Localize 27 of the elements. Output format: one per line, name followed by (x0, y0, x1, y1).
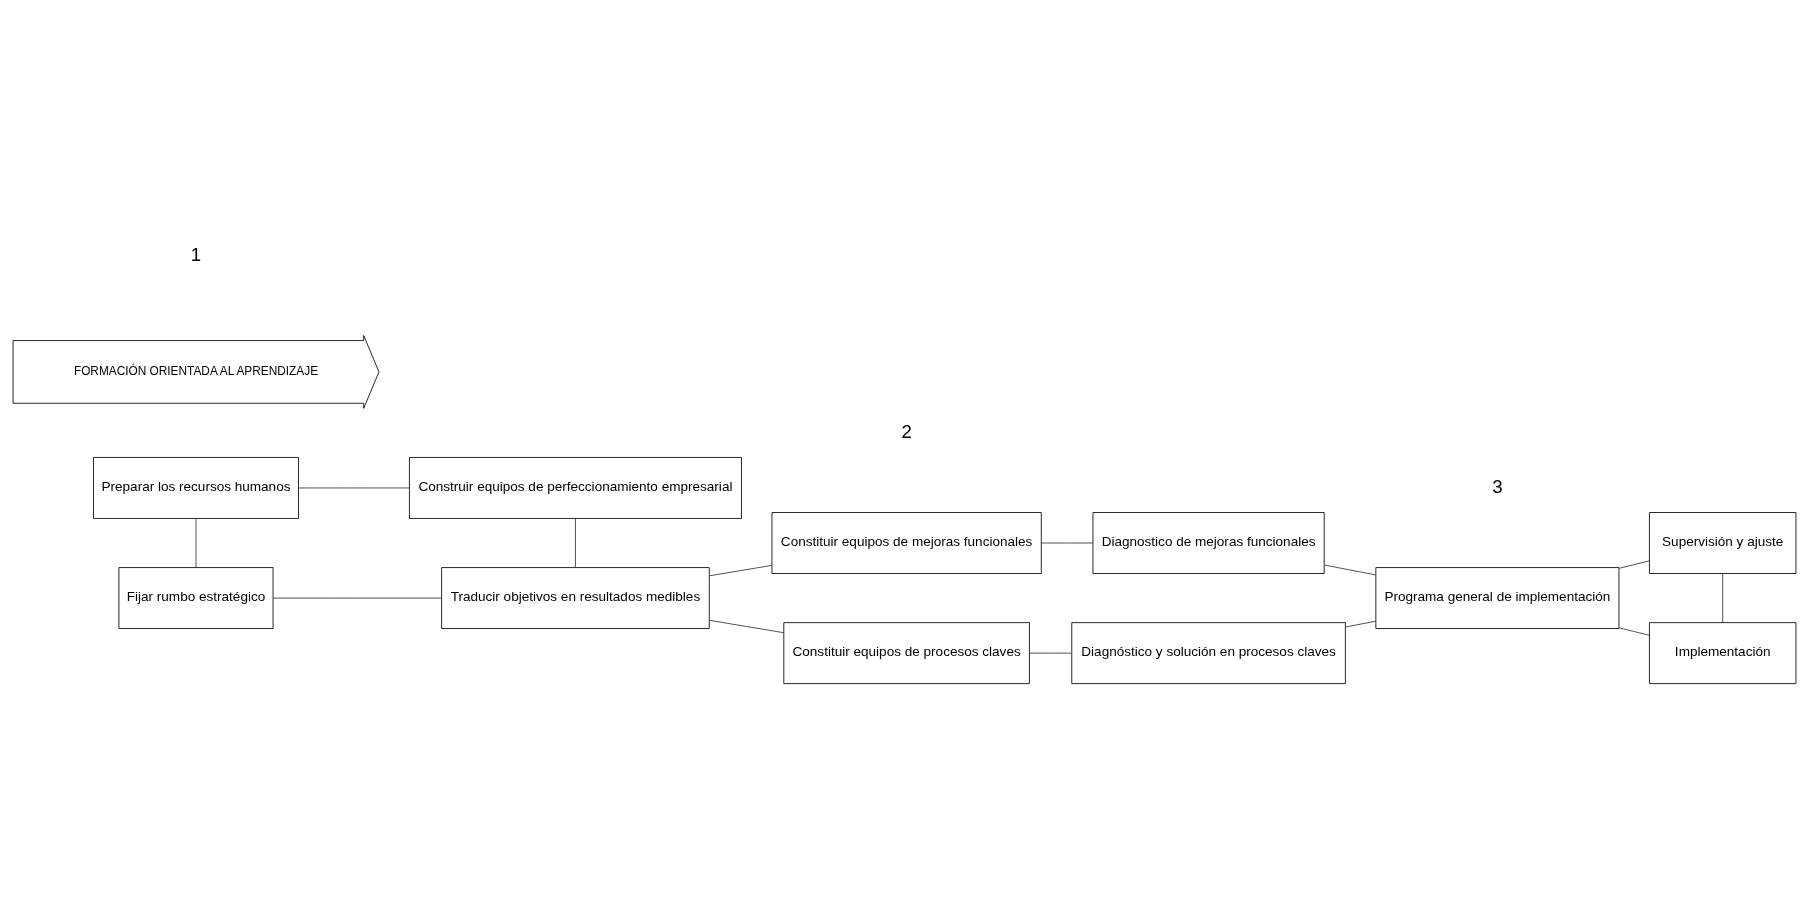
node-box: Construir equipos de perfeccionamiento empresarial (409, 456, 742, 519)
connector (708, 564, 773, 576)
node-box: Traducir objetivos en resultados medibles (441, 566, 710, 629)
connector (298, 487, 410, 488)
connector (708, 619, 785, 633)
node-box: Implementación (1649, 621, 1797, 684)
node-box: Diagnostico de mejoras funcionales (1092, 511, 1325, 574)
connector (272, 597, 442, 598)
label: 3 (1492, 475, 1503, 497)
node-box: Diagnóstico y solución en procesos claves (1071, 621, 1346, 684)
connector (195, 517, 197, 568)
label: 2 (901, 420, 912, 442)
node-box: Fijar rumbo estratégico (118, 566, 274, 629)
node-box: Preparar los recursos humanos (93, 456, 299, 519)
node-box: Programa general de implementación (1375, 566, 1620, 629)
node-box: Supervisión y ajuste (1649, 511, 1797, 574)
node-box: Constituir equipos de mejoras funcionales (771, 511, 1042, 574)
connector (1345, 620, 1377, 627)
label: 1 (190, 243, 202, 265)
connector (1029, 652, 1073, 654)
connector (1040, 542, 1094, 543)
connector (1618, 559, 1650, 569)
connector (575, 517, 576, 568)
connector (1324, 564, 1377, 575)
connector (1618, 626, 1650, 636)
connector (1722, 572, 1724, 623)
node-box: Constituir equipos de procesos claves (783, 621, 1030, 684)
